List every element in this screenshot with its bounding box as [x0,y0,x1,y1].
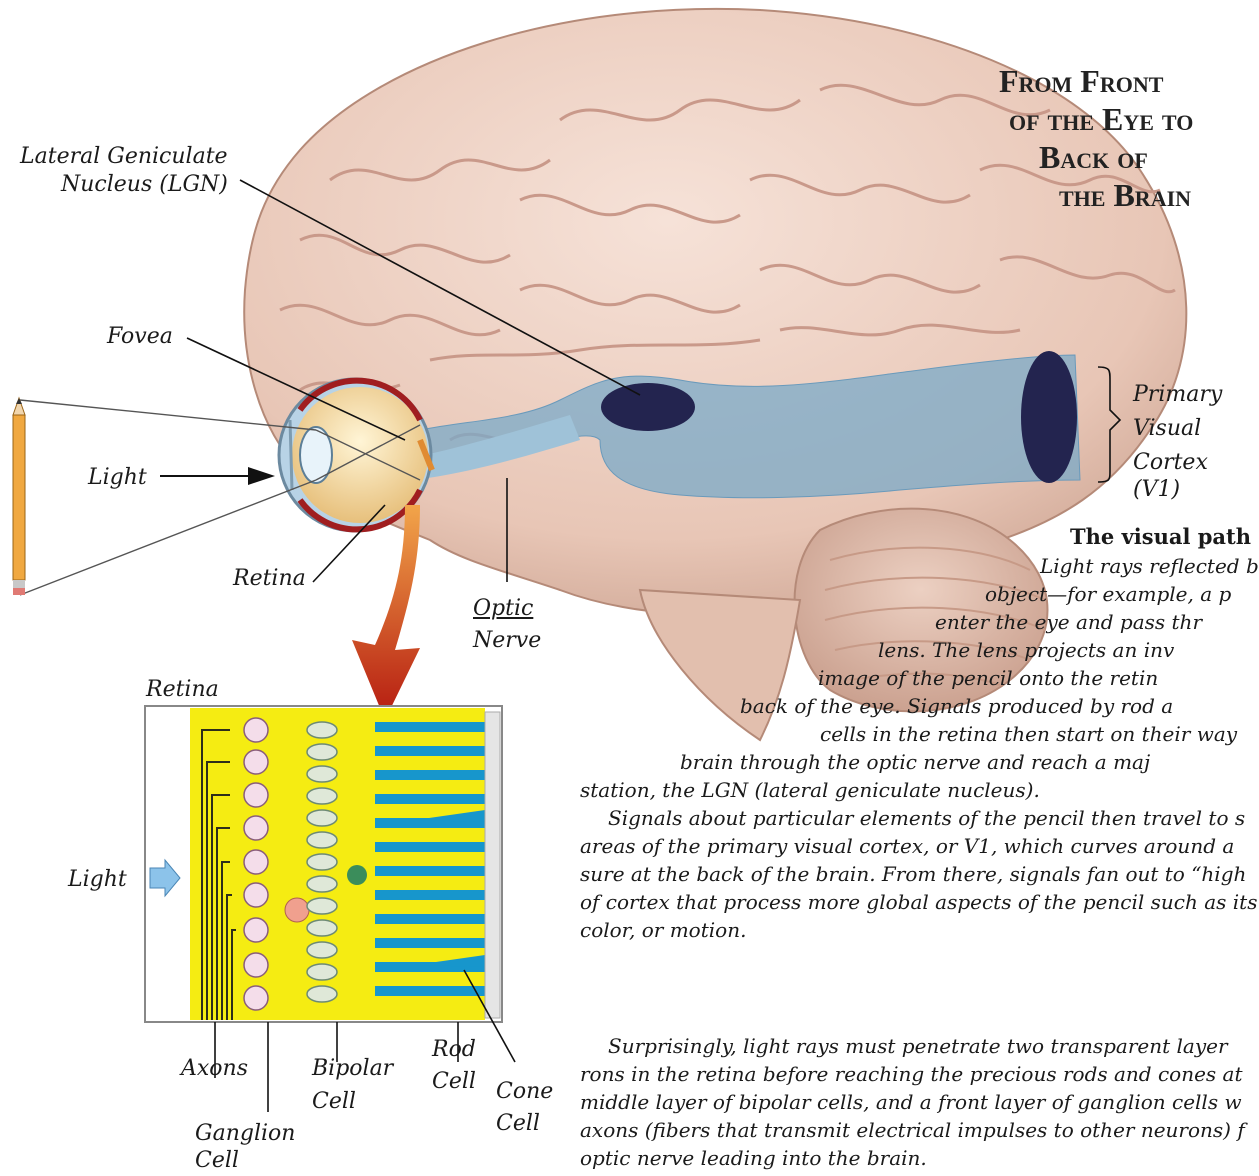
lgn-label-line-1: Lateral Geniculate [20,143,228,170]
text-line: object—for example, a p [985,580,1231,608]
v1-label-line-1: Primary [1133,381,1222,408]
optic-nerve-label-line-2: Nerve [473,627,541,654]
fovea-label: Fovea [107,323,173,350]
inset-light-label: Light [68,866,127,893]
title-line-1: From Front [999,62,1259,100]
text-line: enter the eye and pass thr [935,608,1202,636]
rod-label-line-2: Cell [432,1068,476,1095]
text-line: of cortex that process more global aspec… [580,888,1257,916]
ganglion-label-line-1: Ganglion [195,1120,295,1147]
light-label: Light [88,464,147,491]
text-line: Signals about particular elements of the… [608,804,1245,832]
title-line-2: of the Eye to [1009,100,1259,138]
ganglion-label-line-2: Cell [195,1147,239,1174]
text-line: Light rays reflected b [1040,552,1259,580]
inset-retina-title: Retina [146,676,219,703]
text-line: color, or motion. [580,916,746,944]
text-line: middle layer of bipolar cells, and a fro… [580,1088,1242,1116]
text-line: optic nerve leading into the brain. [580,1144,927,1172]
text-line: station, the LGN (lateral geniculate nuc… [580,776,1040,804]
v1-label-line-2: Visual [1133,415,1201,442]
lgn-label-line-2: Nucleus (LGN) [61,171,228,198]
light-arrow [160,467,275,485]
text-heading: The visual path [1070,524,1251,549]
title-line-4: the Brain [1059,176,1259,214]
pencil [13,398,25,595]
text-line: rons in the retina before reaching the p… [580,1060,1243,1088]
ganglion-cells [244,718,268,1010]
retina-label: Retina [233,565,306,592]
bipolar-label-line-2: Cell [312,1088,356,1115]
retina-inset [145,706,502,1022]
lgn-structure [601,383,695,431]
text-line: sure at the back of the brain. From ther… [580,860,1246,888]
optic-nerve-label-line-1: Optic [473,595,533,622]
cone-label-line-2: Cell [496,1110,540,1137]
rod-label-line-1: Rod [432,1036,476,1063]
axons-label: Axons [181,1055,248,1082]
text-line: cells in the retina then start on their … [820,720,1237,748]
text-line: areas of the primary visual cortex, or V… [580,832,1234,860]
text-line: lens. The lens projects an inv [878,636,1174,664]
title-line-3: Back of [1039,138,1259,176]
text-line: image of the pencil onto the retin [818,664,1158,692]
text-line: axons (fibers that transmit electrical i… [580,1116,1245,1144]
bipolar-label-line-1: Bipolar [312,1055,393,1082]
text-line: back of the eye. Signals produced by rod… [740,692,1173,720]
page-title: From Front of the Eye to Back of the Bra… [999,62,1259,214]
v1-structure [1021,351,1077,483]
cone-label-line-1: Cone [496,1078,553,1105]
curved-arrow-to-inset [352,505,420,720]
text-line: brain through the optic nerve and reach … [680,748,1150,776]
text-line: Surprisingly, light rays must penetrate … [608,1032,1228,1060]
v1-label-line-3: Cortex (V1) [1133,449,1259,503]
